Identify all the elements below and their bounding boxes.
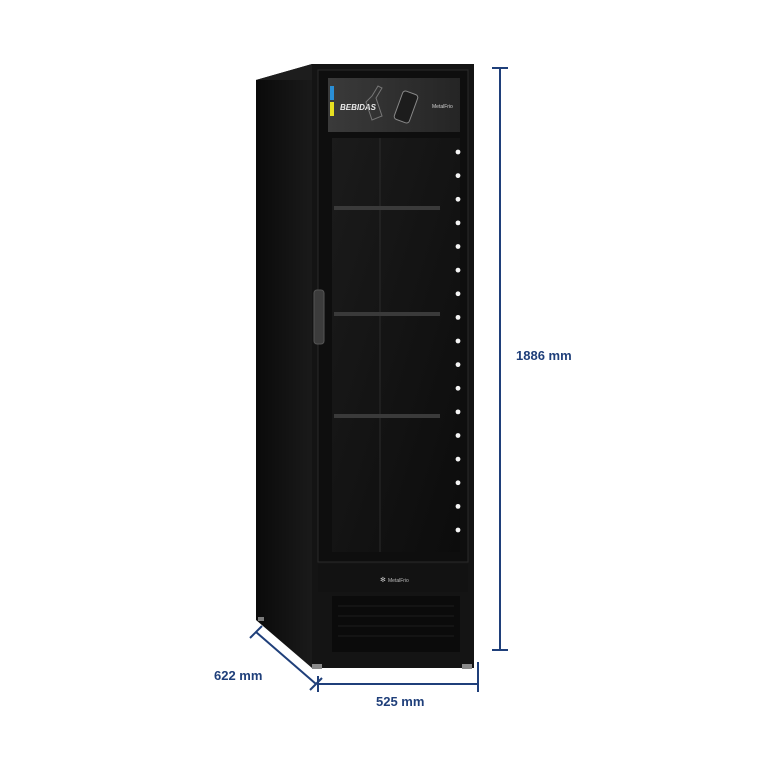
brand-logo-top: MetalFrio [432, 104, 453, 110]
door-handle [313, 289, 325, 345]
led-strip [455, 149, 461, 533]
brand-logo-bottom: MetalFrio [388, 578, 409, 584]
led-light [455, 173, 461, 179]
banner-panel [328, 78, 460, 132]
height-dimension-line [492, 67, 508, 651]
led-light [455, 220, 461, 226]
cabinet-side-panel [256, 64, 312, 668]
banner-accent-yellow [330, 102, 334, 116]
depth-dimension-line [249, 625, 323, 691]
banner-text: BEBIDAS [340, 103, 377, 112]
led-light [455, 244, 461, 249]
shelf-1 [334, 206, 440, 210]
led-light [455, 433, 461, 438]
width-dimension-line [317, 662, 479, 692]
led-light [455, 503, 461, 509]
glass-door [332, 138, 460, 552]
foot-back-left [258, 617, 264, 621]
led-light [455, 267, 461, 273]
depth-dimension-label: 622 mm [214, 668, 263, 683]
base-panel [318, 564, 468, 592]
vent-grille [332, 596, 460, 652]
vent-slats [338, 605, 454, 637]
led-light [455, 338, 461, 344]
width-dimension-label: 525 mm [376, 694, 425, 709]
led-light [455, 196, 461, 202]
shelf-2 [334, 312, 440, 316]
led-light [455, 385, 461, 391]
banner-accent-blue [330, 86, 334, 100]
shelf-3 [334, 414, 440, 418]
led-light [455, 314, 461, 320]
can-sketch [393, 90, 419, 124]
led-light [455, 480, 461, 486]
led-light [455, 527, 461, 533]
foot-front-right [462, 664, 472, 669]
led-light [455, 149, 461, 155]
bottle-sketch [365, 85, 383, 121]
led-light [455, 456, 461, 462]
led-light [455, 291, 461, 297]
led-light [455, 362, 461, 368]
height-dimension-label: 1886 mm [516, 348, 572, 363]
foot-front-left [312, 664, 322, 669]
led-light [455, 409, 461, 415]
snowflake-icon: ✻ [380, 576, 386, 584]
